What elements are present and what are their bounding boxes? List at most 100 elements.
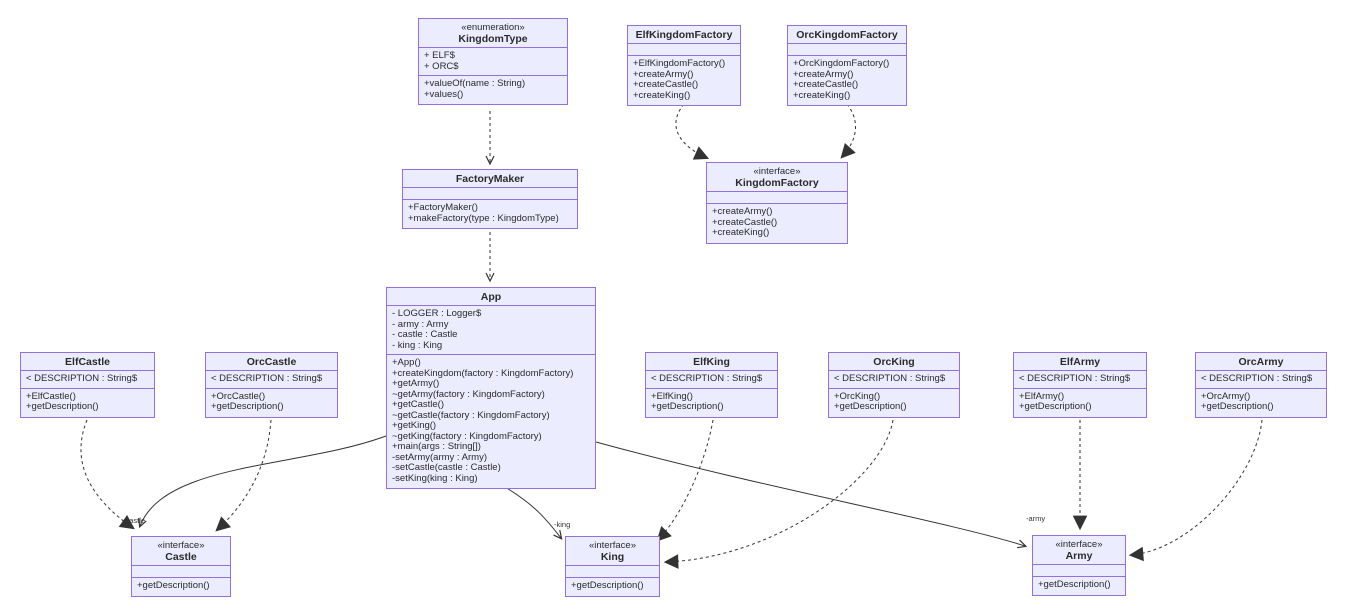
- member-line: +OrcKingdomFactory(): [793, 58, 890, 69]
- member-line: +App(): [392, 357, 421, 368]
- member-line: -setCastle(castle : Castle): [392, 462, 501, 473]
- class-orcarmy: OrcArmy < DESCRIPTION : String$ +OrcArmy…: [1195, 352, 1327, 418]
- edge-label-army: -army: [1026, 514, 1045, 523]
- member-line: - army : Army: [392, 318, 449, 330]
- member-line: < DESCRIPTION : String$: [1201, 373, 1313, 384]
- class-app: App - LOGGER : Logger$- army : Army- cas…: [386, 287, 596, 489]
- member-line: +createKing(): [793, 89, 851, 101]
- member-line: +getDescription(): [26, 401, 99, 412]
- methods-compartment: +OrcKingdomFactory()+createArmy() +create…: [788, 56, 906, 105]
- methods-compartment: +valueOf(name : String)+values(): [419, 76, 567, 104]
- member-line: +ElfKingdomFactory(): [633, 58, 726, 69]
- attributes-compartment: - LOGGER : Logger$- army : Army- castle …: [387, 306, 595, 355]
- member-line: +values(): [424, 88, 464, 100]
- attributes-compartment: [1033, 565, 1125, 577]
- class-title: OrcCastle: [206, 353, 337, 371]
- member-line: +getArmy(): [392, 378, 440, 389]
- class-title: OrcKing: [829, 353, 959, 371]
- member-line: - king : King: [392, 339, 443, 351]
- edge-elfking-king: [658, 419, 714, 540]
- member-line: < DESCRIPTION : String$: [834, 373, 946, 384]
- member-line: ~getArmy(factory : KingdomFactory): [392, 388, 545, 400]
- class-orcking: OrcKing < DESCRIPTION : String$ +OrcKing…: [828, 352, 960, 418]
- class-orccastle: OrcCastle < DESCRIPTION : String$ +OrcCa…: [205, 352, 338, 418]
- class-title: «enumeration» KingdomType: [419, 19, 567, 48]
- member-line: +getDescription(): [571, 580, 644, 591]
- member-line: +getDescription(): [651, 401, 724, 412]
- attributes-compartment: [788, 44, 906, 56]
- class-elfking: ElfKing < DESCRIPTION : String$ +ElfKing…: [645, 352, 778, 418]
- member-line: +OrcCastle(): [211, 390, 266, 402]
- member-line: +getDescription(): [211, 401, 284, 412]
- class-name: Castle: [165, 551, 197, 563]
- attributes-compartment: [628, 44, 740, 56]
- edge-elfkingdomfactory-kingdomfactory: [675, 103, 707, 158]
- member-line: +makeFactory(type : KingdomType): [408, 212, 559, 224]
- attributes-compartment: < DESCRIPTION : String$: [1196, 371, 1326, 389]
- class-title: «interface» Army: [1033, 536, 1125, 565]
- methods-compartment: +OrcCastle()+getDescription(): [206, 389, 337, 417]
- member-line: +createArmy(): [793, 68, 854, 80]
- member-line: +main(args : String[]): [392, 441, 481, 452]
- class-title: «interface» King: [566, 537, 659, 566]
- class-name: ElfArmy: [1059, 356, 1101, 368]
- class-king-interface: «interface» King +getDescription(): [565, 536, 660, 597]
- class-name: OrcCastle: [246, 356, 297, 368]
- class-kingdomfactory-interface: «interface» KingdomFactory +createArmy()…: [706, 162, 848, 244]
- member-line: +ElfArmy(): [1019, 390, 1065, 402]
- member-line: < DESCRIPTION : String$: [26, 373, 138, 384]
- attributes-compartment: [566, 566, 659, 578]
- member-line: +getDescription(): [1019, 401, 1092, 412]
- stereotype-label: «interface»: [588, 540, 636, 551]
- stereotype-label: «interface»: [753, 166, 801, 177]
- member-line: +getDescription(): [1038, 579, 1111, 590]
- attributes-compartment: < DESCRIPTION : String$: [21, 371, 154, 389]
- stereotype-label: «enumeration»: [461, 22, 525, 33]
- stereotype-label: «interface»: [157, 540, 205, 551]
- class-name: KingdomFactory: [735, 177, 819, 189]
- member-line: - castle : Castle: [392, 329, 458, 340]
- member-line: < DESCRIPTION : String$: [651, 373, 763, 384]
- member-line: + ORC$: [424, 60, 459, 72]
- member-line: +getDescription(): [834, 401, 907, 412]
- member-line: -setArmy(army : Army): [392, 451, 487, 463]
- attributes-compartment: < DESCRIPTION : String$: [829, 371, 959, 389]
- class-kingdomtype: «enumeration» KingdomType + ELF$+ ORC$ +…: [418, 18, 568, 105]
- methods-compartment: +FactoryMaker()+makeFactory(type : Kingd…: [403, 200, 577, 228]
- class-name: KingdomType: [458, 33, 528, 45]
- methods-compartment: +OrcArmy()+getDescription(): [1196, 389, 1326, 417]
- member-line: +createArmy(): [633, 68, 694, 80]
- edge-label-castle: -castle: [123, 516, 145, 525]
- member-line: +valueOf(name : String): [424, 78, 526, 89]
- class-title: OrcArmy: [1196, 353, 1326, 371]
- class-name: OrcKingdomFactory: [796, 29, 898, 41]
- class-title: ElfCastle: [21, 353, 154, 371]
- class-name: King: [600, 551, 625, 563]
- edge-orccastle-castle: [217, 419, 272, 530]
- member-line: +createKingdom(factory : KingdomFactory): [392, 367, 574, 379]
- member-line: + ELF$: [424, 50, 455, 61]
- member-line: +createKing(): [633, 89, 691, 101]
- member-line: ~getKing(factory : KingdomFactory): [392, 430, 542, 442]
- class-elfarmy: ElfArmy < DESCRIPTION : String$ +ElfArmy…: [1013, 352, 1147, 418]
- member-line: < DESCRIPTION : String$: [211, 373, 323, 384]
- member-line: +ElfCastle(): [26, 390, 76, 402]
- class-title: FactoryMaker: [403, 170, 577, 188]
- member-line: +getKing(): [392, 420, 437, 431]
- methods-compartment: +ElfArmy()+getDescription(): [1014, 389, 1146, 417]
- attributes-compartment: + ELF$+ ORC$: [419, 48, 567, 76]
- class-elfcastle: ElfCastle < DESCRIPTION : String$ +ElfCa…: [20, 352, 155, 418]
- member-line: -setKing(king : King): [392, 472, 478, 484]
- attributes-compartment: [132, 566, 230, 578]
- attributes-compartment: < DESCRIPTION : String$: [206, 371, 337, 389]
- member-line: < DESCRIPTION : String$: [1019, 373, 1131, 384]
- member-line: - LOGGER : Logger$: [392, 308, 482, 319]
- stereotype-label: «interface»: [1055, 539, 1103, 550]
- edge-orckingdomfactory-kingdomfactory: [842, 103, 856, 157]
- edge-orcarmy-army: [1131, 419, 1263, 555]
- class-factorymaker: FactoryMaker +FactoryMaker()+makeFactory…: [402, 169, 578, 229]
- edge-app-castle: [138, 435, 387, 529]
- class-title: ElfArmy: [1014, 353, 1146, 371]
